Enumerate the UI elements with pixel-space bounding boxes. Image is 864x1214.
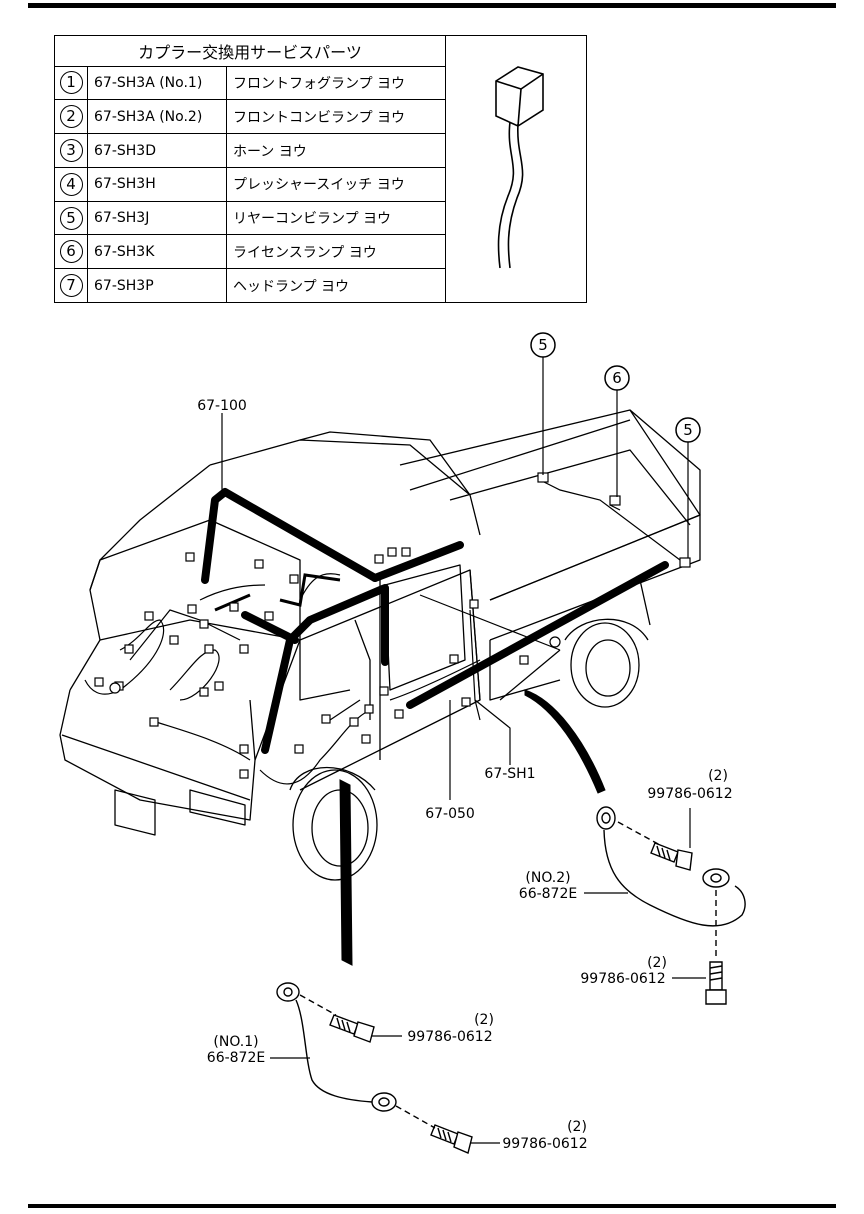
harness-label: 67-100 xyxy=(197,398,247,414)
part-description: ライセンスランプ ヨウ xyxy=(226,234,446,270)
harness-label: 67-SH1 xyxy=(484,766,535,782)
part-number-label: 99786-0612 xyxy=(580,971,665,987)
part-description: リヤーコンビランプ ヨウ xyxy=(226,200,446,236)
table-header: カプラー交換用サービスパーツ xyxy=(54,35,446,67)
callout-number: 6 xyxy=(612,369,622,387)
top-rule xyxy=(28,3,836,8)
table-row: 7 67-SH3P ヘッドランプ ヨウ xyxy=(54,268,587,303)
part-number-label: 66-872E xyxy=(519,886,577,902)
part-number-label: 66-872E xyxy=(207,1050,265,1066)
row-number: 3 xyxy=(59,139,83,162)
part-code: 67-SH3K xyxy=(87,234,227,270)
ground-strap-no1 xyxy=(276,982,473,1154)
service-parts-table: カプラー交換用サービスパーツ 1 67-SH3A (No.1) フロントフォグラ… xyxy=(54,35,587,303)
harness-67-050 xyxy=(406,561,669,709)
row-number: 6 xyxy=(59,240,83,264)
table-row: 3 67-SH3D ホーン ヨウ xyxy=(54,133,587,168)
callout-circles xyxy=(530,332,701,443)
part-number-label: 99786-0612 xyxy=(502,1136,587,1152)
labels: 5 6 5 67-100 67-050 67-SH1 (2) 99786-061… xyxy=(197,336,732,1152)
table-row: 6 67-SH3K ライセンスランプ ヨウ xyxy=(54,234,587,270)
bolt-icon xyxy=(329,1014,375,1043)
quantity-label: (2) xyxy=(647,955,667,971)
harness-67-100 xyxy=(201,488,464,754)
row-number: 5 xyxy=(59,206,83,230)
row-number: 4 xyxy=(59,172,83,196)
part-number-label: 99786-0612 xyxy=(647,786,732,802)
bolt-icon xyxy=(430,1124,473,1154)
part-number-label: 99786-0612 xyxy=(407,1029,492,1045)
callout-number: 5 xyxy=(683,421,693,439)
row-number: 7 xyxy=(59,274,83,298)
connectors xyxy=(94,472,691,779)
part-description: ヘッドランプ ヨウ xyxy=(226,268,446,303)
bolt-icon xyxy=(650,842,693,871)
strap-variant-label: (NO.1) xyxy=(213,1034,258,1050)
quantity-label: (2) xyxy=(567,1119,587,1135)
coupler-illustration-cell xyxy=(445,35,587,303)
row-number: 1 xyxy=(59,71,83,95)
leader-lines xyxy=(221,357,706,1144)
row-number: 2 xyxy=(59,105,83,129)
bottom-rule xyxy=(28,1204,836,1208)
callout-number: 5 xyxy=(538,336,548,354)
part-code: 67-SH3P xyxy=(87,268,227,303)
truck-body xyxy=(59,409,701,881)
quantity-label: (2) xyxy=(474,1012,494,1028)
bolt-icon xyxy=(705,961,727,1005)
part-code: 67-SH3D xyxy=(87,133,227,168)
harness-label: 67-050 xyxy=(425,806,475,822)
strap-variant-label: (NO.2) xyxy=(525,870,570,886)
pointer-wedges xyxy=(339,689,606,966)
quantity-label: (2) xyxy=(708,768,728,784)
coupler-icon xyxy=(495,66,544,269)
ground-strap-no2 xyxy=(596,806,746,1005)
part-description: プレッシャースイッチ ヨウ xyxy=(226,166,446,202)
